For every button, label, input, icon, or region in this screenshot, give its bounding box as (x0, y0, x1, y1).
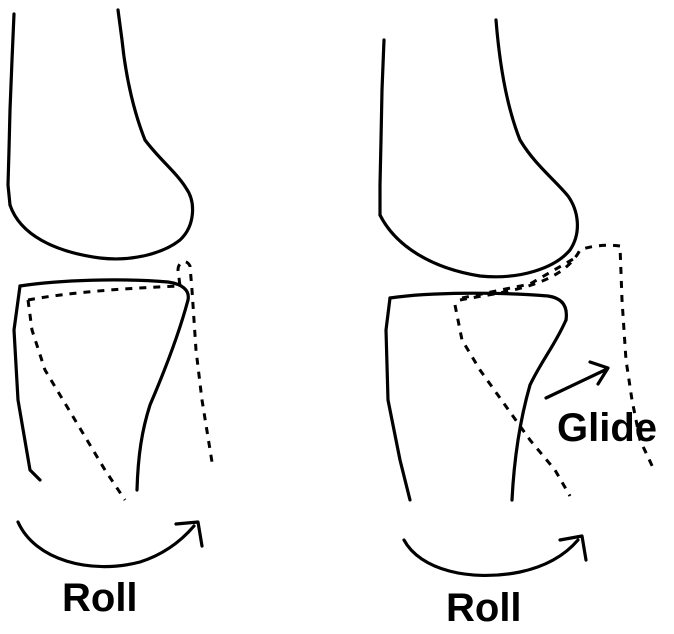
tibia-start-inner-dashed-2 (455, 305, 570, 496)
roll-label-left: Roll (62, 578, 138, 618)
roll-arrow-right (404, 540, 578, 575)
roll-only-panel (8, 10, 212, 567)
roll-arrow-right-head (560, 536, 586, 560)
roll-label-right: Roll (446, 588, 522, 628)
roll-arrow-left (18, 522, 194, 567)
glide-label: Glide (557, 408, 657, 448)
femur-shaft-left-edge-2 (380, 40, 384, 215)
tibia-start-inner-dashed-1 (28, 300, 125, 500)
tibia-start-position-dashed-1 (28, 262, 212, 462)
femur-shaft-left-edge-1 (8, 14, 14, 205)
tibia-posterior-edge-2 (386, 298, 410, 500)
roll-and-glide-panel (380, 20, 655, 575)
tibia-posterior-edge-1 (14, 286, 40, 480)
glide-arrow (546, 370, 605, 398)
tibia-anterior-edge-1 (137, 300, 188, 490)
femur-condyle-outline-1 (10, 10, 193, 259)
femur-condyle-outline-2 (380, 20, 577, 277)
roll-arrow-left-head (176, 522, 202, 546)
